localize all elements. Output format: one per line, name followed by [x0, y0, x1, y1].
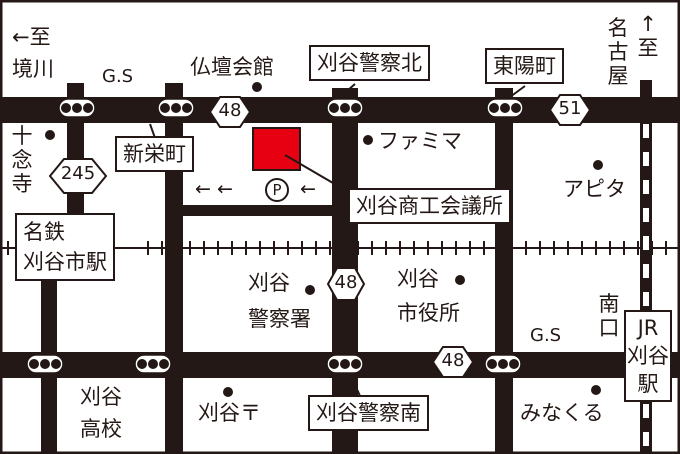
landmark-dot-icon: [455, 275, 465, 285]
traffic-signal-icon: [26, 354, 64, 374]
kariya-chamber-of-commerce-label: 刈谷商工会議所: [348, 188, 511, 224]
jyunenji-label: 十念寺: [11, 124, 33, 196]
traffic-signal-icon: [486, 98, 524, 118]
station-name: 刈谷: [627, 344, 669, 368]
butsudan-label: 仏壇会館: [190, 55, 274, 79]
intersection-toyocho: 東陽町: [485, 48, 564, 84]
route-hexagon-icon: [48, 158, 108, 194]
to-sakaigawa-place: 境川: [12, 57, 54, 81]
intersection-kariya-police-north: 刈谷警察北: [309, 45, 430, 81]
to-nagoya-arrow: ↑至: [636, 12, 660, 60]
route-hexagon-icon: [208, 96, 252, 128]
route-48-sign: 48: [218, 100, 242, 121]
parking-arrow-right: ←: [300, 178, 316, 200]
jr-rail-dash: [643, 292, 649, 306]
station-line-name: JR: [637, 316, 659, 340]
jr-rail-dash: [643, 236, 649, 250]
landmark-dot-icon: [223, 387, 233, 397]
road-v4: [495, 88, 513, 454]
traffic-signal-icon: [157, 98, 195, 118]
police-station-line2: 警察署: [248, 307, 311, 331]
jr-rail-dash: [643, 432, 649, 446]
jr-rail-dash: [643, 180, 649, 194]
minakuru-label: みなくる: [520, 401, 604, 425]
south-exit-label: 南口: [598, 292, 620, 340]
parking-icon: P: [265, 178, 289, 202]
traffic-signal-icon: [58, 98, 96, 118]
traffic-signal-icon: [134, 354, 172, 374]
gas-station-label: G.S: [102, 66, 134, 87]
traffic-signal-icon: [326, 354, 364, 374]
kariya-chamber-of-commerce-marker: [252, 127, 301, 171]
police-station-line1: 刈谷: [248, 271, 290, 295]
route-51-sign: 51: [558, 98, 582, 119]
traffic-signal-icon: [326, 98, 364, 118]
landmark-dot-icon: [363, 135, 373, 145]
landmark-dot-icon: [305, 285, 315, 295]
post-office-label: 刈谷〒: [198, 401, 261, 425]
route-48-sign: 48: [441, 350, 465, 371]
station-line-name: 名鉄: [23, 220, 65, 244]
jr-kariya-station: JR 刈谷 駅: [624, 310, 672, 402]
jr-rail-dash: [643, 208, 649, 222]
route-hexagon-icon: [326, 267, 366, 301]
road-side: [183, 205, 333, 216]
jr-rail-dash: [643, 264, 649, 278]
route-48-sign: 48: [334, 272, 358, 293]
landmark-dot-icon: [593, 160, 603, 170]
landmark-dot-icon: [252, 82, 262, 92]
intersection-shineicho: 新栄町: [115, 136, 194, 172]
intersection-kariya-police-south: 刈谷警察南: [308, 395, 429, 431]
landmark-dot-icon: [591, 385, 601, 395]
parking-arrows: ← ←: [195, 178, 233, 200]
landmark-dot-icon: [45, 130, 55, 140]
traffic-signal-icon: [484, 354, 522, 374]
gas-station-label: G.S: [530, 325, 562, 346]
famima-label: ファミマ: [378, 129, 462, 153]
apita-label: アピタ: [563, 177, 626, 201]
to-sakaigawa-arrow: ←至: [12, 25, 51, 49]
city-hall-line2: 市役所: [397, 301, 460, 325]
station-name: 刈谷市駅: [23, 250, 107, 274]
city-hall-line1: 刈谷: [397, 267, 439, 291]
high-school-line2: 高校: [80, 417, 122, 441]
route-245-sign: 245: [60, 163, 96, 184]
high-school-line1: 刈谷: [80, 385, 122, 409]
meitetsu-kariyashi-station: 名鉄 刈谷市駅: [15, 213, 115, 281]
jr-rail-dash: [643, 124, 649, 138]
station-suffix: 駅: [637, 372, 659, 396]
route-hexagon-icon: [431, 346, 475, 378]
jr-rail-dash: [643, 404, 649, 418]
jr-rail-dash: [643, 152, 649, 166]
route-hexagon-icon: [548, 94, 592, 126]
to-nagoya-place: 名古屋: [607, 16, 629, 88]
